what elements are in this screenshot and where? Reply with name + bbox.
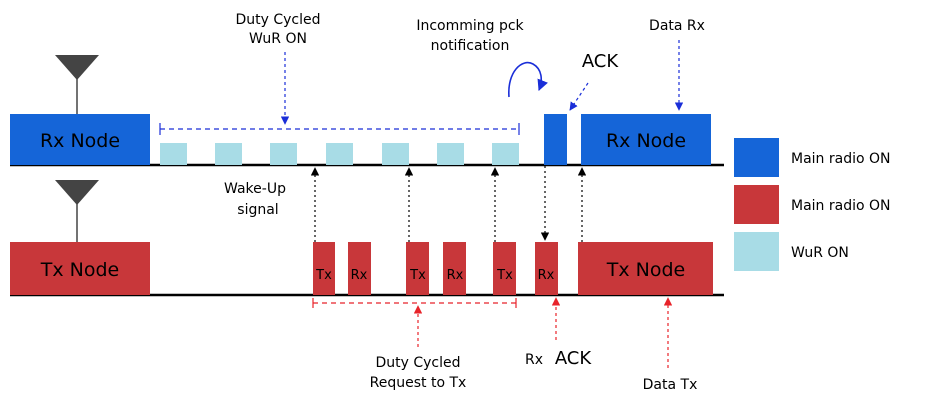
tx-node-box-left (10, 242, 150, 295)
rx-listen-cell (348, 242, 371, 295)
wur-slot (270, 143, 297, 165)
legend-label: Main radio ON (791, 198, 891, 214)
duty-cycled-wur-line1: Duty Cycled (235, 12, 320, 28)
wur-slot (215, 143, 242, 165)
incoming-notification-line1: Incomming pck (416, 18, 524, 34)
tx-request-duration-bracket (312, 298, 517, 308)
duty-cycled-wur-line2: WuR ON (249, 31, 307, 47)
wakeup-signal-line2: signal (237, 202, 278, 218)
tx-node-box-right (578, 242, 713, 295)
legend-swatch-blue (734, 138, 779, 177)
duty-cycled-tx-line1: Duty Cycled (375, 355, 460, 371)
ack-arrow (569, 82, 589, 111)
cell-label: Tx (496, 268, 513, 283)
tx-request-cell (493, 242, 516, 295)
rx-ack-suffix: ACK (555, 348, 593, 369)
rx-ack-cell (535, 242, 558, 295)
cell-label: Tx (409, 268, 426, 283)
legend-swatch-red (734, 185, 779, 224)
cell-label: Rx (538, 268, 555, 283)
rx-listen-cell (443, 242, 466, 295)
tx-antenna-icon (55, 180, 99, 242)
rx-antenna-icon (55, 55, 99, 114)
rx-node-box-right (581, 114, 711, 165)
legend-swatch-light (734, 232, 779, 271)
wakeup-signal-arrows (310, 166, 587, 242)
rx-node-label-left: Rx Node (40, 130, 120, 152)
incoming-notification-line2: notification (431, 38, 510, 54)
rx-ack-prefix: Rx (525, 352, 543, 368)
legend-label: Main radio ON (791, 151, 891, 167)
legend-label: WuR ON (791, 245, 849, 261)
wur-slot (492, 143, 519, 165)
tx-node-label-right: Tx Node (606, 259, 685, 281)
wur-slot (382, 143, 409, 165)
tx-node-label-left: Tx Node (40, 259, 119, 281)
rx-node-label-right: Rx Node (606, 130, 686, 152)
wur-slots (160, 143, 519, 165)
ack-label: ACK (582, 51, 620, 72)
data-tx-label: Data Tx (643, 377, 698, 393)
curved-notification-arrow (508, 61, 548, 98)
cell-label: Rx (351, 268, 368, 283)
cell-label: Tx (315, 268, 332, 283)
rx-ack-tx-blip (544, 114, 567, 165)
legend: Main radio ON Main radio ON WuR ON (734, 138, 891, 271)
cell-label: Rx (447, 268, 464, 283)
tx-request-cell (313, 242, 335, 295)
wur-slot (326, 143, 353, 165)
data-rx-label: Data Rx (649, 18, 705, 34)
duty-cycled-tx-line2: Request to Tx (370, 375, 467, 391)
wakeup-signal-line1: Wake-Up (224, 181, 286, 197)
wur-slot (437, 143, 464, 165)
wur-duration-bracket (159, 123, 520, 135)
wur-slot (160, 143, 187, 165)
rx-node-box-left (10, 114, 150, 165)
tx-request-cell (406, 242, 429, 295)
